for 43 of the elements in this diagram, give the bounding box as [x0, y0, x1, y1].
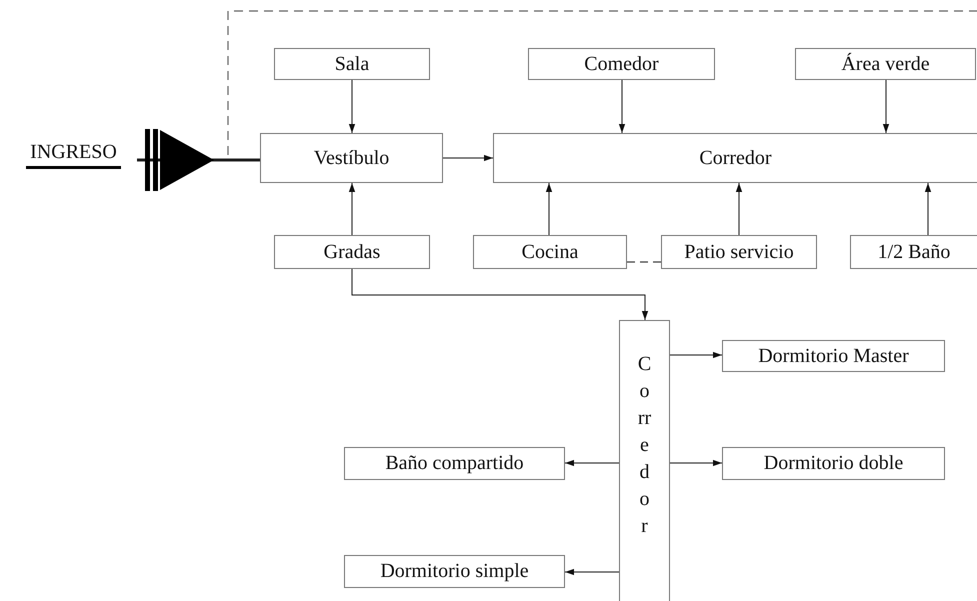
room-label: Dormitorio simple	[380, 560, 529, 583]
room-box	[722, 447, 945, 480]
room-box	[274, 48, 430, 80]
arrow	[736, 182, 742, 236]
room-box	[795, 48, 976, 80]
arrow	[670, 460, 722, 466]
room-box	[473, 235, 627, 269]
arrow	[882, 80, 890, 134]
room-box	[260, 133, 443, 183]
room-box	[722, 340, 945, 372]
arrow	[670, 352, 722, 358]
room-label: Gradas	[324, 240, 380, 264]
arrow	[546, 182, 552, 236]
room-box	[528, 48, 715, 80]
room-label: Corredor	[699, 146, 772, 170]
arrow	[564, 460, 620, 466]
room-label: Sala	[334, 52, 370, 76]
room-box	[661, 235, 817, 269]
room-box	[850, 235, 977, 269]
entrance-arrow	[137, 129, 260, 191]
arrow	[352, 268, 648, 320]
room-label: Área verde	[841, 52, 930, 76]
arrow	[564, 568, 620, 576]
room-label: Corredor	[638, 352, 652, 539]
room-label: 1/2 Baño	[878, 240, 950, 264]
room-label: Baño compartido	[385, 452, 524, 475]
room-label: Vestíbulo	[314, 146, 390, 170]
arrow	[442, 154, 494, 162]
room-label: Dormitorio doble	[764, 452, 904, 475]
arrow	[924, 182, 932, 236]
room-label: Comedor	[584, 52, 659, 76]
room-box	[274, 235, 430, 269]
arrow	[348, 182, 356, 236]
room-box	[493, 133, 977, 183]
room-label: Dormitorio Master	[758, 344, 909, 368]
room-box	[344, 447, 565, 480]
vertical-corridor-box	[619, 320, 670, 601]
entrance-label: INGRESO	[26, 141, 121, 169]
room-box	[344, 555, 565, 588]
arrow	[618, 80, 626, 134]
room-label: Cocina	[522, 240, 578, 264]
room-label: Patio servicio	[684, 240, 794, 264]
arrow	[348, 80, 356, 134]
